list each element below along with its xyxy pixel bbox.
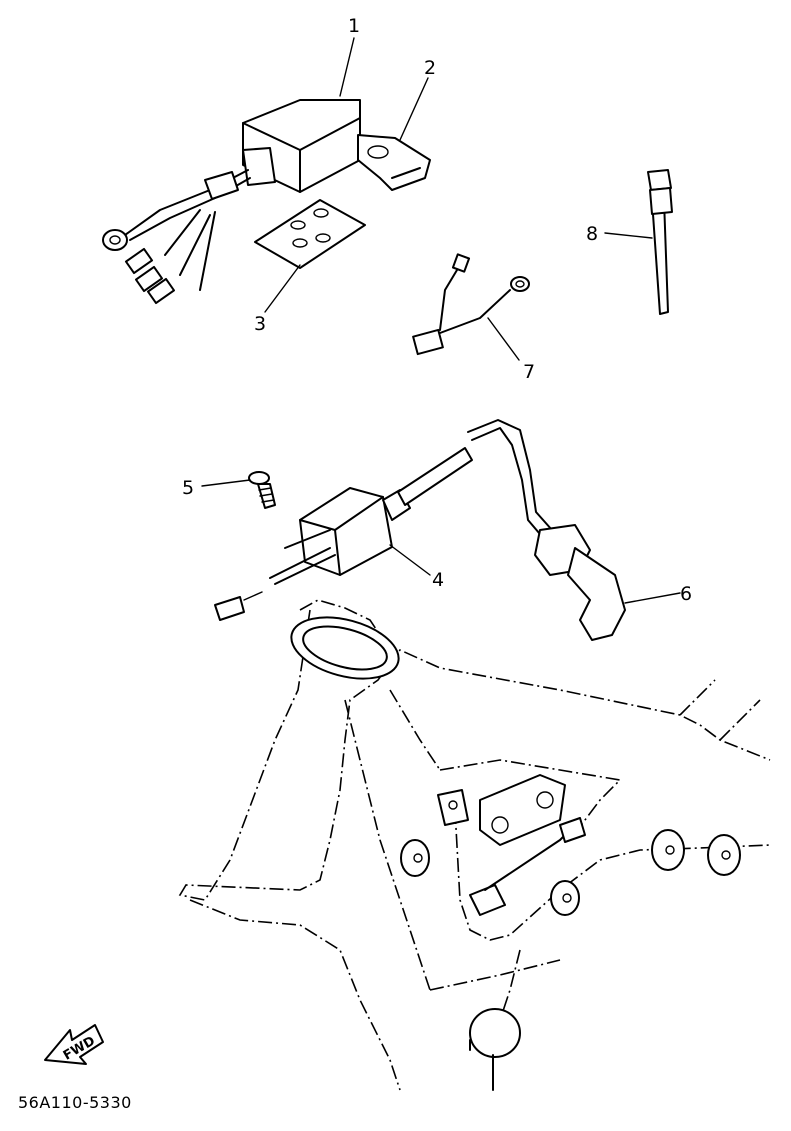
part-4-ignition-coil bbox=[214, 447, 473, 621]
callout-3: 3 bbox=[254, 313, 266, 335]
drawing-code: 56A110-5330 bbox=[18, 1093, 132, 1112]
callout-4: 4 bbox=[432, 569, 444, 591]
fwd-arrow-icon: FWD bbox=[44, 1024, 104, 1065]
part-5-screw bbox=[248, 471, 276, 509]
part-6-plug-cap bbox=[467, 419, 626, 641]
head-pipe bbox=[290, 616, 400, 680]
callout-1: 1 bbox=[348, 15, 360, 37]
callout-8: 8 bbox=[586, 223, 598, 245]
part-7-lead-wire bbox=[412, 253, 530, 356]
leader-lines bbox=[201, 37, 681, 604]
callout-6: 6 bbox=[680, 583, 692, 605]
part-3-damper-pad bbox=[254, 199, 366, 269]
part-8-cable-tie bbox=[647, 169, 673, 315]
callout-5: 5 bbox=[182, 477, 194, 499]
callout-7: 7 bbox=[523, 361, 535, 383]
frame-outline bbox=[178, 599, 771, 1091]
part-2-bracket bbox=[357, 134, 431, 191]
callout-2: 2 bbox=[424, 57, 436, 79]
part-1-cdi-unit bbox=[102, 99, 361, 305]
frame-brackets bbox=[400, 774, 741, 1091]
